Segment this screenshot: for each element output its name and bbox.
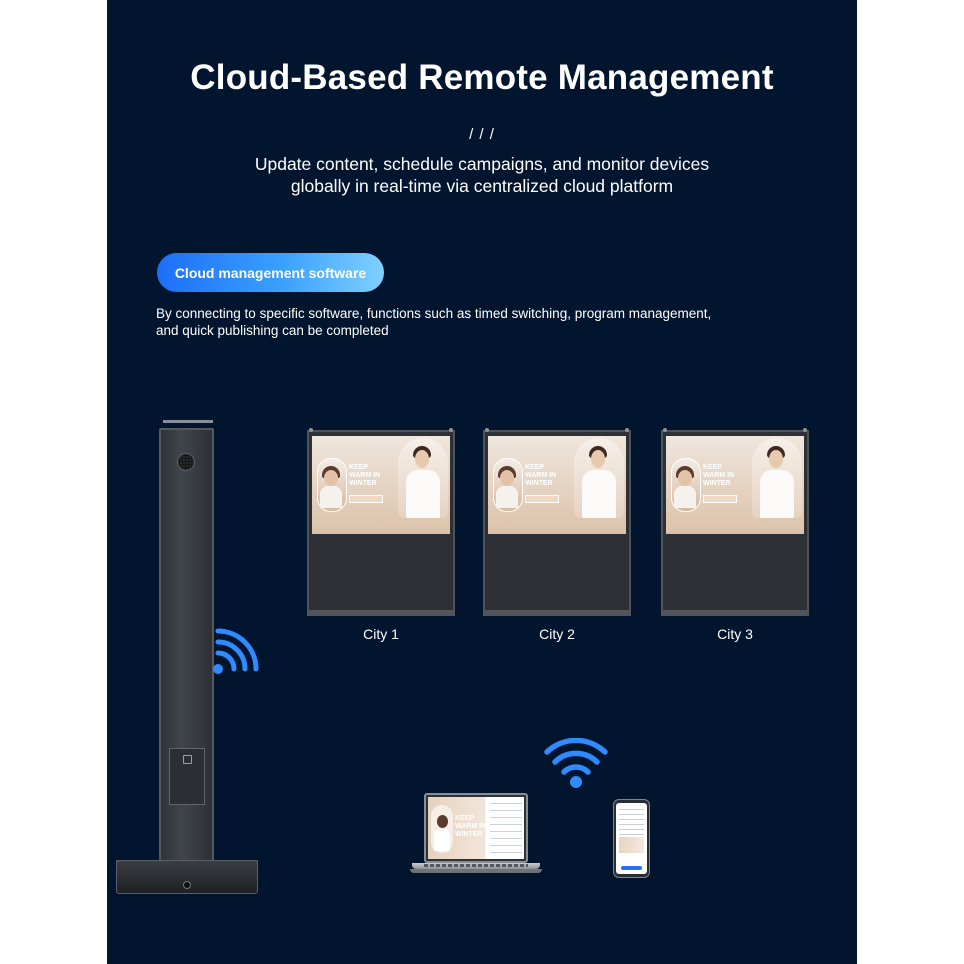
- description-line: and quick publishing can be completed: [156, 323, 389, 338]
- subtitle-line: globally in real-time via centralized cl…: [290, 176, 674, 196]
- speaker-icon: [177, 453, 195, 471]
- ad-cta-tag: [703, 495, 737, 503]
- title-divider: / / /: [469, 126, 495, 143]
- main-panel: Cloud-Based Remote Management / / / Upda…: [107, 0, 857, 964]
- laptop-keyboard: [424, 864, 528, 867]
- laptop-ad-headline: KEEP WARM IN WINTER: [455, 815, 495, 839]
- model-face: [324, 470, 338, 486]
- ad-cta-tag: [525, 495, 559, 503]
- display-foot: [661, 610, 809, 616]
- city-label-2: City 2: [539, 626, 575, 642]
- smartphone: [613, 799, 650, 878]
- ad-headline-line: WINTER: [525, 480, 553, 487]
- laptop-edge: [410, 869, 542, 873]
- description-line: By connecting to specific software, func…: [156, 306, 712, 321]
- display-hooks: [309, 428, 453, 432]
- model-face: [500, 470, 514, 486]
- ad-headline-line: KEEP: [703, 464, 723, 471]
- model-face: [415, 450, 429, 468]
- model-body: [674, 486, 696, 508]
- phone-publish-button: [621, 866, 642, 870]
- model-body: [434, 829, 450, 851]
- model-body: [320, 486, 342, 508]
- ad-headline-line: KEEP: [525, 464, 545, 471]
- ad-headline: KEEP WARM IN WINTER: [525, 464, 575, 488]
- phone-screen: [616, 803, 647, 874]
- ad-headline-line: KEEP: [455, 815, 475, 822]
- ad-headline-line: WINTER: [703, 480, 731, 487]
- subtitle-line: Update content, schedule campaigns, and …: [254, 154, 710, 174]
- model-face: [769, 450, 783, 468]
- feature-description: By connecting to specific software, func…: [156, 305, 816, 339]
- city-display-3: KEEP WARM IN WINTER: [661, 428, 809, 616]
- model-face: [591, 450, 605, 468]
- display-screen: KEEP WARM IN WINTER: [666, 436, 804, 534]
- ad-headline-line: WARM IN: [525, 472, 557, 479]
- display-hooks: [663, 428, 807, 432]
- city-label-3: City 3: [717, 626, 753, 642]
- phone-settings-list: [619, 809, 644, 835]
- kiosk-base-port: [183, 881, 191, 889]
- ad-headline: KEEP WARM IN WINTER: [349, 464, 399, 488]
- kiosk-access-door: [169, 748, 205, 805]
- ad-cta-tag: [349, 495, 383, 503]
- lock-icon: [183, 755, 192, 764]
- kiosk-top-handle: [163, 420, 213, 432]
- display-hooks: [485, 428, 629, 432]
- model-body: [496, 486, 518, 508]
- model-body: [582, 470, 616, 518]
- page-subtitle: Update content, schedule campaigns, and …: [107, 153, 857, 197]
- ad-headline-line: WINTER: [455, 831, 483, 838]
- display-screen: KEEP WARM IN WINTER: [312, 436, 450, 534]
- model-face: [678, 470, 692, 486]
- phone-preview-image: [619, 837, 644, 853]
- display-screen: KEEP WARM IN WINTER: [488, 436, 626, 534]
- laptop-display: KEEP WARM IN WINTER: [428, 797, 524, 859]
- laptop-screen: KEEP WARM IN WINTER: [424, 793, 528, 863]
- city-display-2: KEEP WARM IN WINTER: [483, 428, 631, 616]
- display-foot: [307, 610, 455, 616]
- display-foot: [483, 610, 631, 616]
- ad-headline-line: WARM IN: [703, 472, 735, 479]
- city-label-1: City 1: [363, 626, 399, 642]
- city-display-1: KEEP WARM IN WINTER: [307, 428, 455, 616]
- wifi-icon: [213, 628, 259, 674]
- model-body: [760, 470, 794, 518]
- ad-headline-line: KEEP: [349, 464, 369, 471]
- cloud-management-software-button[interactable]: Cloud management software: [157, 253, 384, 292]
- ad-headline-line: WARM IN: [349, 472, 381, 479]
- software-settings-panel: [490, 803, 522, 855]
- ad-headline: KEEP WARM IN WINTER: [703, 464, 753, 488]
- ad-headline-line: WINTER: [349, 480, 377, 487]
- model-hair: [437, 815, 448, 828]
- wifi-icon: [544, 738, 608, 788]
- page-title: Cloud-Based Remote Management: [190, 58, 774, 97]
- ad-headline-line: WARM IN: [455, 823, 487, 830]
- model-body: [406, 470, 440, 518]
